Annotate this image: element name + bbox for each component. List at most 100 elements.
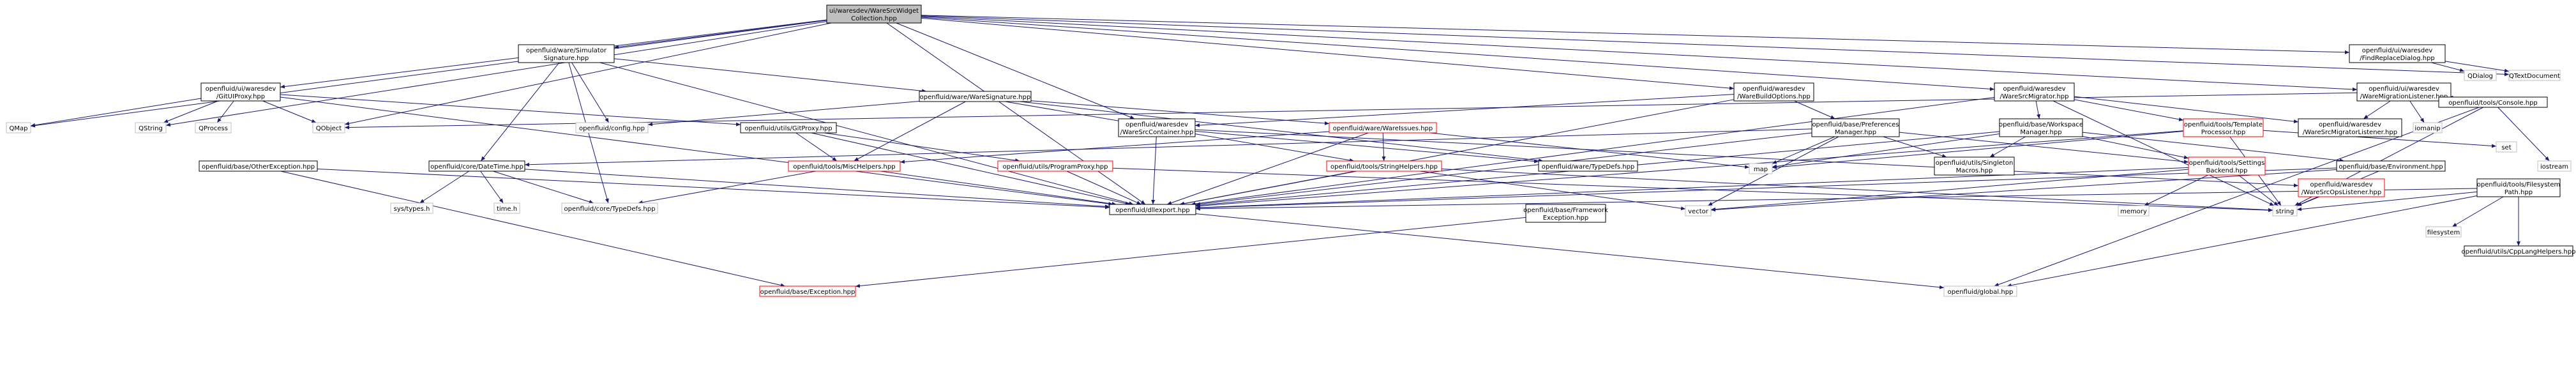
edge-prefmgr-to-dllexport [1195,132,1812,206]
edge-filesystempath-to-dllexport [1195,188,2478,211]
node-opslistener[interactable]: openfluid/waresdev/WareSrcOpsListener.hp… [2298,178,2385,197]
node-gitproxy[interactable]: openfluid/utils/GitProxy.hpp [740,122,837,133]
edge-root-to-srccontainer [896,22,1135,119]
node-label: sys/types.h [394,206,430,213]
edge-wareissues-to-mischelpers [900,131,1330,164]
node-srcmigrator[interactable]: openfluid/waresdev/WareSrcMigrator.hpp [1994,82,2075,102]
node-migratorlistener[interactable]: openfluid/waresdev/WareSrcMigratorListen… [2298,118,2402,137]
node-otherexc[interactable]: openfluid/base/OtherException.hpp [199,160,318,172]
node-label: Path.hpp [2504,189,2533,196]
edge-wareissues-to-dllexport [1166,132,1369,205]
edge-filesystempath-to-string [2296,191,2478,211]
edge-srcmigrator-to-dllexport [1191,96,1995,206]
node-label: openfluid/waresdev [2003,86,2065,93]
node-exception[interactable]: openfluid/base/Exception.hpp [759,286,856,297]
node-label: openfluid/base/Exception.hpp [760,289,855,296]
node-qprocess[interactable]: QProcess [195,122,232,133]
node-vector[interactable]: vector [1685,205,1712,217]
node-label: openfluid/dllexport.hpp [1115,207,1190,214]
node-dllexport[interactable]: openfluid/dllexport.hpp [1109,204,1196,215]
node-qstring[interactable]: QString [135,122,167,133]
node-label: openfluid/base/Preferences [1812,121,1899,128]
node-qmap[interactable]: QMap [6,122,31,133]
node-label: Manager.hpp [2020,129,2061,136]
edge-root-to-srcmigrator [921,17,1995,91]
node-label: openfluid/tools/Filesystem [2477,181,2561,188]
node-waresig[interactable]: openfluid/ware/WareSignature.hpp [919,91,1032,102]
node-label: openfluid/base/Framework [1523,207,1608,214]
edge-root-to-qmap [30,20,827,128]
node-console[interactable]: openfluid/tools/Console.hpp [2438,96,2548,108]
edge-root-to-buildopts [921,17,1735,90]
node-qobject[interactable]: QObject [312,122,345,133]
node-label: QString [139,125,163,132]
edge-datetime-to-coretypedefs [493,171,594,204]
edge-gitproxy-to-programproxy [824,132,1020,162]
node-iostream[interactable]: iostream [2537,160,2572,172]
node-srccontainer[interactable]: openfluid/waresdev/WareSrcContainer.hpp [1118,118,1196,137]
node-mischelpers[interactable]: openfluid/tools/MiscHelpers.hpp [788,160,901,172]
edge-simsig-to-datetime [480,62,560,162]
node-set[interactable]: set [2496,141,2517,153]
edge-console-to-iostream [2497,107,2550,162]
edge-wareissues-to-map [1429,132,1750,169]
node-filesystem[interactable]: filesystem [2425,226,2462,238]
node-label: openfluid/ware/WareSignature.hpp [920,94,1031,101]
node-label: time.h [497,206,517,213]
node-string[interactable]: string [2272,205,2298,217]
node-label: QTextDocument [2509,73,2560,80]
edge-dllexport-to-global [1195,213,1945,289]
node-wareissues[interactable]: openfluid/ware/WareIssues.hpp [1329,122,1437,133]
edge-srccontainer-to-opslistener [1194,129,2299,188]
node-gitui[interactable]: openfluid/ui/waresdev/GitUIProxy.hpp [200,82,281,102]
node-label: /WareSrcMigrator.hpp [2000,93,2069,100]
node-coretypedefs[interactable]: openfluid/core/TypeDefs.hpp [561,202,658,214]
node-label: Processor.hpp [2201,129,2245,136]
node-label: vector [1688,208,1709,215]
node-migrationlistener[interactable]: openfluid/ui/waresdev/WareMigrationListe… [2356,82,2452,102]
edge-programproxy-to-dllexport [1066,171,1141,205]
node-global[interactable]: openfluid/global.hpp [1943,286,2017,297]
node-memory[interactable]: memory [2118,205,2150,217]
node-config[interactable]: openfluid/config.hpp [575,122,649,133]
node-waretypedefs[interactable]: openfluid/ware/TypeDefs.hpp [1538,160,1638,172]
node-map[interactable]: map [1749,163,1773,174]
node-datetime[interactable]: openfluid/core/DateTime.hpp [428,160,525,172]
node-qdialog[interactable]: QDialog [2464,70,2497,81]
node-findreplace[interactable]: openfluid/ui/waresdev/FindReplaceDialog.… [2349,44,2446,63]
node-label: openfluid/base/Workspace [1999,121,2083,128]
edge-waresig-to-mischelpers [854,101,966,162]
node-cpplanghelpers[interactable]: openfluid/utils/CppLangHelpers.hpp [2461,245,2576,257]
edge-gitui-to-gitproxy [280,94,741,126]
node-environment[interactable]: openfluid/base/Environment.hpp [2336,160,2446,172]
edge-console-to-global [1994,107,2480,287]
node-systypes[interactable]: sys/types.h [390,202,433,214]
node-label: openfluid/global.hpp [1948,289,2014,296]
edge-buildopts-to-prefmgr [1794,100,1835,119]
node-timeh[interactable]: time.h [493,202,520,214]
node-buildopts[interactable]: openfluid/waresdev/WareBuildOptions.hpp [1733,82,1814,102]
node-label: openfluid/ui/waresdev [2369,86,2439,93]
node-label: /WareSrcMigratorListener.hpp [2303,129,2397,136]
node-label: openfluid/utils/ProgramProxy.hpp [1003,164,1108,171]
node-label: /WareSrcContainer.hpp [1120,129,1194,136]
edge-srcmigrator-to-migratorlistener [2074,96,2299,124]
edge-workspacemgr-to-settingsbackend [2082,135,2189,160]
node-qtextdoc[interactable]: QTextDocument [2508,70,2561,81]
edge-gitui-to-qmap [30,98,202,127]
node-stringhelpers[interactable]: openfluid/tools/StringHelpers.hpp [1326,160,1442,172]
node-programproxy[interactable]: openfluid/utils/ProgramProxy.hpp [997,160,1113,172]
edge-srcmigrator-to-templateproc [2074,99,2184,121]
node-label: Macros.hpp [1956,167,1993,174]
node-iomanip[interactable]: iomanip [2413,122,2443,133]
